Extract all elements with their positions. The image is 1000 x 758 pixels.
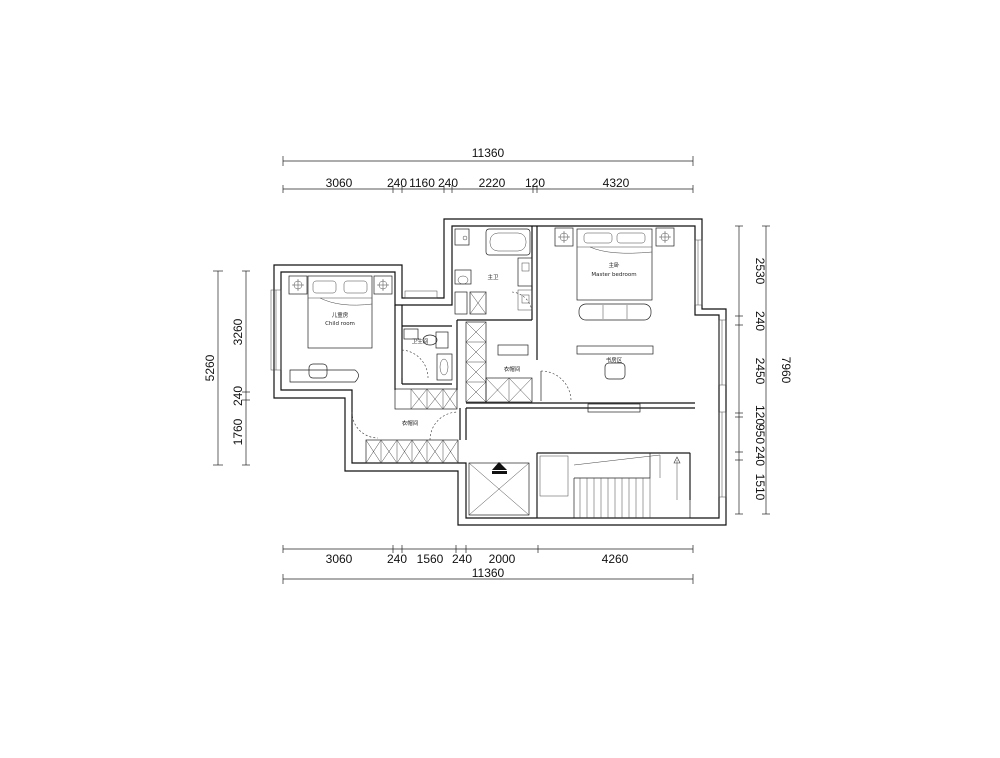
small-bathroom: 卫生间 (401, 328, 453, 381)
double-sink-top (517, 257, 533, 287)
bottom-seg-1: 3060 (326, 552, 353, 566)
small-bath-label: 卫生间 (412, 337, 429, 345)
master-bedroom-cn-label: 主卧 (608, 261, 620, 269)
closet-island (497, 344, 529, 356)
exterior-walls (273, 218, 727, 526)
bottom-seg-4: 240 (452, 552, 472, 566)
closet-label: 衣帽间 (504, 365, 521, 373)
left-seg-1: 3260 (231, 318, 245, 345)
corridor-cabinets: 衣帽间 (351, 388, 459, 464)
right-dimension-chain: 2530 240 2450 120 950 240 1510 7960 (735, 225, 793, 515)
left-seg-2: 240 (231, 386, 245, 406)
top-seg-1: 3060 (326, 176, 353, 190)
right-seg-3: 2450 (753, 358, 767, 385)
right-seg-2: 240 (753, 311, 767, 331)
child-room-cn-label: 儿童房 (332, 311, 349, 319)
child-room: 儿童房 Child room (288, 275, 393, 383)
bottom-seg-3: 1560 (417, 552, 444, 566)
left-seg-3: 1760 (231, 418, 245, 445)
cabinet-row-upper (394, 388, 458, 410)
tv-console (587, 403, 641, 413)
child-room-en-label: Child room (325, 321, 355, 327)
top-seg-5: 2220 (479, 176, 506, 190)
walk-in-closet: 衣帽间 (465, 321, 533, 403)
master-bed (576, 228, 653, 301)
master-nightstand-right (655, 227, 675, 247)
main-toilet (454, 269, 472, 285)
child-chair (308, 363, 328, 379)
bottom-seg-5: 2000 (489, 552, 516, 566)
void-area (468, 462, 530, 516)
bottom-seg-2: 240 (387, 552, 407, 566)
study-label: 书房区 (606, 356, 623, 364)
master-nightstand-left (554, 227, 574, 247)
child-bed (307, 275, 373, 349)
study-chair (604, 362, 626, 380)
main-vanity (454, 291, 468, 315)
child-desk (289, 369, 359, 383)
right-seg-4: 120 (753, 405, 767, 425)
right-seg-7: 1510 (753, 474, 767, 501)
top-seg-3: 1160 (409, 176, 435, 190)
nightstand-left (288, 275, 308, 295)
main-bathroom: 主卫 (454, 228, 533, 315)
bottom-total-dim: 11360 (472, 566, 505, 580)
top-seg-6: 120 (525, 176, 545, 190)
up-arrow-icon (492, 462, 507, 470)
bottom-dimension-chain: 3060 240 1560 240 2000 4260 11360 (282, 545, 694, 584)
bench (578, 303, 652, 321)
vanity (436, 353, 453, 381)
main-bath-label: 主卫 (487, 273, 499, 281)
right-seg-5: 950 (753, 424, 767, 444)
top-total-dim: 11360 (472, 146, 505, 160)
shower (454, 228, 470, 246)
right-seg-6: 240 (753, 446, 767, 466)
master-bedroom-en-label: Master bedroom (591, 272, 636, 278)
stair-direction-icon (673, 456, 681, 464)
top-seg-4: 240 (438, 176, 458, 190)
staircase (536, 452, 691, 519)
windows (270, 239, 727, 498)
cloak-label: 衣帽间 (402, 419, 419, 427)
study-desk (576, 345, 654, 355)
small-bath-shelf (403, 328, 419, 340)
bathtub (485, 228, 531, 256)
master-bedroom: 主卧 Master bedroom 书房区 (540, 227, 675, 413)
nightstand-right (373, 275, 393, 295)
right-seg-1: 2530 (753, 258, 767, 285)
storage-cabinet (469, 291, 487, 315)
bottom-seg-6: 4260 (602, 552, 629, 566)
top-seg-2: 240 (387, 176, 407, 190)
left-dimension-chain: 5260 3260 240 1760 (203, 270, 250, 466)
toilet-bowl (422, 334, 438, 346)
toilet-tank (435, 331, 449, 349)
right-total-dim: 7960 (779, 357, 793, 384)
top-dimension-chain: 11360 3060 240 1160 240 2220 120 4320 (282, 146, 694, 193)
left-total-dim: 5260 (203, 354, 217, 381)
top-seg-7: 4320 (603, 176, 630, 190)
